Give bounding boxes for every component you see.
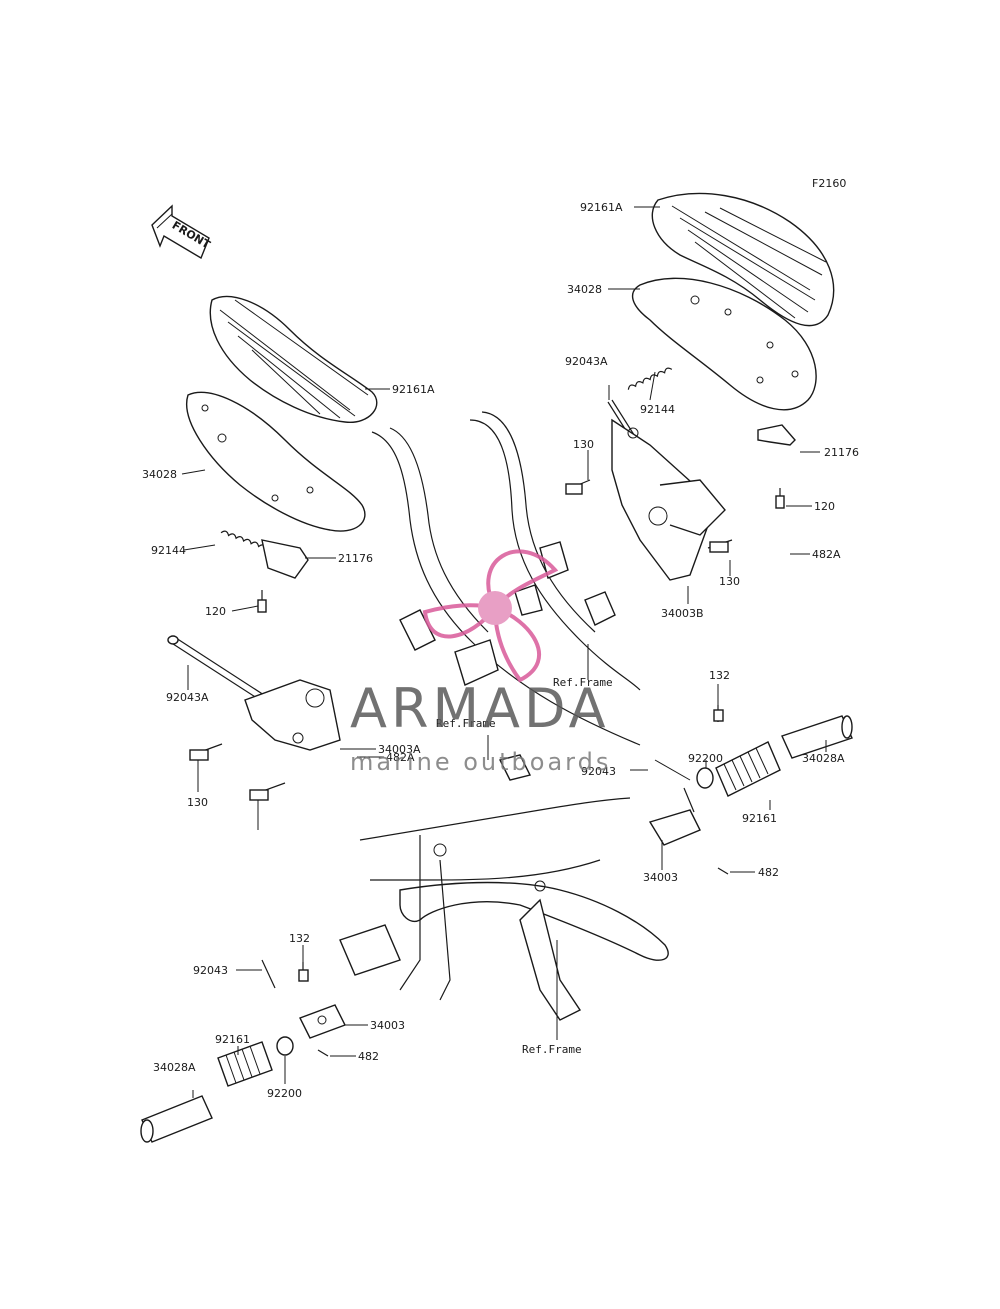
part-labels: 92161A 34028 92043A 92144 130 21176 120 … (142, 201, 859, 1100)
part-label: 92144 (640, 403, 675, 416)
part-label: 92200 (267, 1087, 302, 1100)
left-bolt-130b (249, 782, 286, 801)
part-label: 132 (709, 669, 730, 682)
part-label: 92161 (742, 812, 777, 825)
ref-frame-label: Ref.Frame (436, 717, 496, 730)
right-footboard-plate (631, 277, 817, 411)
part-label: 34028 (567, 283, 602, 296)
front-arrow-icon: FRONT (151, 204, 213, 260)
leader-lines (181, 206, 827, 1098)
right-footboard-pad (651, 192, 835, 327)
left-footboard-pad (209, 295, 378, 423)
part-label: 92144 (151, 544, 186, 557)
left-bolt-132 (298, 962, 309, 982)
part-label: 92043A (166, 691, 209, 704)
part-label: 92043A (565, 355, 608, 368)
left-bolt-120 (257, 590, 267, 613)
left-bracket (244, 679, 341, 751)
part-label: 34003 (643, 871, 678, 884)
watermark-title: ARMADA (350, 677, 610, 740)
left-pin (167, 635, 265, 701)
right-clip-21176 (757, 424, 796, 446)
right-washer-92200 (696, 767, 714, 789)
part-label: 482A (812, 548, 841, 561)
part-label: 92161A (392, 383, 435, 396)
right-bolt-132 (713, 705, 724, 722)
part-label: 130 (187, 796, 208, 809)
part-label: 482 (758, 866, 779, 879)
left-footboard-plate (186, 391, 366, 532)
part-label: 92200 (688, 752, 723, 765)
part-label: 130 (573, 438, 594, 451)
part-label: 130 (719, 575, 740, 588)
part-label: 120 (814, 500, 835, 513)
part-label: 92161 (215, 1033, 250, 1046)
part-label: 482A (386, 751, 415, 764)
right-bolt-130a (565, 479, 591, 495)
upper-frame-rails (371, 411, 641, 746)
right-peg-34028A (781, 715, 853, 759)
right-rubber-92161 (715, 741, 781, 797)
part-label: 34028A (802, 752, 845, 765)
part-label: 482 (358, 1050, 379, 1063)
right-bracket (611, 418, 726, 581)
right-bolt-130b (707, 539, 733, 553)
part-label: 92043 (193, 964, 228, 977)
left-cotter-482 (317, 1049, 329, 1057)
part-label: 34003A (378, 743, 421, 756)
part-label: 34003 (370, 1019, 405, 1032)
part-label: 21176 (824, 446, 859, 459)
part-label: 34028A (153, 1061, 196, 1074)
part-label: 21176 (338, 552, 373, 565)
ref-frame-label: Ref.Frame (522, 1043, 582, 1056)
right-bolt-120 (775, 488, 785, 509)
watermark: ARMADA marine outboards (350, 549, 611, 776)
left-washer-92200 (276, 1036, 294, 1056)
part-label: 92043 (581, 765, 616, 778)
part-label: 34028 (142, 468, 177, 481)
figure-code: F2160 (812, 177, 846, 190)
left-spring (220, 530, 267, 550)
watermark-subtitle: marine outboards (350, 748, 611, 776)
left-bolt-130a (189, 743, 223, 761)
left-pin-92043 (261, 959, 276, 989)
part-label: 120 (205, 605, 226, 618)
left-rubber-92161 (217, 1041, 273, 1087)
ref-frame-label: Ref.Frame (553, 676, 613, 689)
right-cotter-482 (717, 867, 729, 875)
part-label: 92161A (580, 201, 623, 214)
left-peg-34028A (140, 1095, 213, 1143)
main-frame (339, 754, 669, 1021)
right-peg-bracket (648, 759, 701, 846)
left-peg-bracket (299, 1004, 346, 1039)
left-clip-21176 (261, 539, 309, 579)
part-label: 34003B (661, 607, 704, 620)
propeller-logo-icon (422, 549, 559, 683)
part-label: 132 (289, 932, 310, 945)
right-spring (627, 367, 673, 390)
